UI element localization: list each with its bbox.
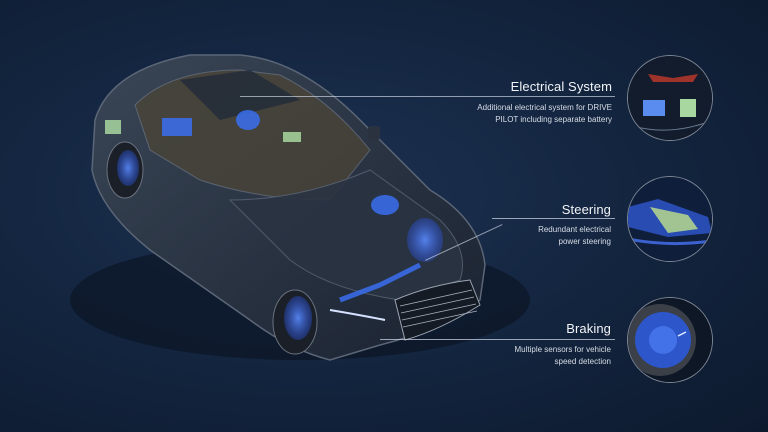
callout-description: power steering (558, 237, 611, 246)
callout-description: speed detection (554, 357, 612, 366)
callout-steering: Steering Redundant electrical power stee… (538, 202, 611, 248)
electrical-system-inset (627, 55, 713, 141)
callout-title: Steering (561, 202, 611, 217)
callout-description: Redundant electrical (538, 225, 611, 234)
electrical-leader-line (240, 96, 615, 97)
braking-inset (627, 297, 713, 383)
callout-title: Braking (566, 321, 611, 336)
steering-inset (627, 176, 713, 262)
callout-title: Electrical System (510, 79, 612, 94)
braking-rule (380, 339, 615, 340)
steering-rule (492, 218, 615, 219)
callout-electrical-system: Electrical System Additional electrical … (477, 79, 612, 126)
callout-description: Additional electrical system for DRIVE (477, 103, 612, 112)
callout-description: Multiple sensors for vehicle (514, 345, 611, 354)
callout-braking: Braking Multiple sensors for vehicle spe… (515, 321, 611, 368)
callout-description: PILOT including separate battery (495, 115, 612, 124)
